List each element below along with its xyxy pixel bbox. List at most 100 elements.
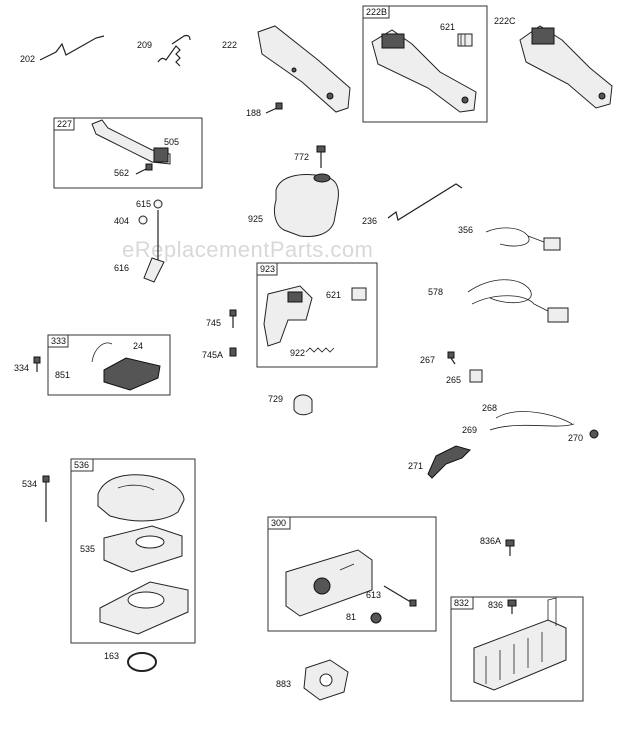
label-188: 188 xyxy=(246,108,261,118)
part-202-link-rod[interactable] xyxy=(39,35,105,61)
part-616-lever[interactable] xyxy=(143,210,165,283)
label-922: 922 xyxy=(290,348,305,358)
part-air-cleaner-base[interactable] xyxy=(99,581,189,635)
label-236: 236 xyxy=(362,216,377,226)
box-227 xyxy=(53,117,203,189)
label-505: 505 xyxy=(164,137,179,147)
tag-222B xyxy=(362,5,390,19)
box-923 xyxy=(256,262,378,368)
part-836A-screw[interactable] xyxy=(505,539,515,556)
part-615-washer[interactable] xyxy=(153,199,163,209)
tag-923 xyxy=(256,262,278,276)
tag-333 xyxy=(47,334,69,348)
label-222C: 222C xyxy=(494,16,516,26)
label-729: 729 xyxy=(268,394,283,404)
watermark: eReplacementParts.com xyxy=(122,237,373,262)
part-578-wire-harness[interactable] xyxy=(467,279,569,323)
part-772-screw[interactable] xyxy=(316,145,326,168)
label-334: 334 xyxy=(14,363,29,373)
label-621-top: 621 xyxy=(440,22,455,32)
label-923: 923 xyxy=(260,264,275,274)
part-621-spring-clip[interactable] xyxy=(457,33,473,47)
label-271: 271 xyxy=(408,461,423,471)
part-227-control-lever[interactable] xyxy=(91,119,171,165)
label-267: 267 xyxy=(420,355,435,365)
part-536-air-cleaner-cover[interactable] xyxy=(97,474,185,522)
label-163: 163 xyxy=(104,651,119,661)
label-832: 832 xyxy=(454,598,469,608)
box-222B xyxy=(362,5,488,123)
part-188-screw[interactable] xyxy=(265,102,283,114)
label-202: 202 xyxy=(20,54,35,64)
part-300-muffler[interactable] xyxy=(285,549,373,617)
part-81-nut[interactable] xyxy=(370,612,382,624)
label-772: 772 xyxy=(294,152,309,162)
label-81: 81 xyxy=(346,612,356,622)
label-209: 209 xyxy=(137,40,152,50)
label-836A: 836A xyxy=(480,536,501,546)
part-922-spring[interactable] xyxy=(305,347,335,353)
label-404: 404 xyxy=(114,216,129,226)
label-615: 615 xyxy=(136,199,151,209)
label-222B: 222B xyxy=(366,7,387,17)
part-268-throttle-cable[interactable] xyxy=(489,411,575,431)
tag-832 xyxy=(450,596,474,610)
part-334-screw[interactable] xyxy=(33,356,41,372)
label-578: 578 xyxy=(428,287,443,297)
label-222: 222 xyxy=(222,40,237,50)
label-562: 562 xyxy=(114,168,129,178)
part-209-spring[interactable] xyxy=(157,34,191,67)
part-925-fuel-tank[interactable] xyxy=(273,173,339,237)
part-404-washer[interactable] xyxy=(138,215,148,225)
label-269: 269 xyxy=(462,425,477,435)
tag-300 xyxy=(267,516,291,530)
label-265: 265 xyxy=(446,375,461,385)
label-621-mid: 621 xyxy=(326,290,341,300)
part-163-gasket[interactable] xyxy=(127,652,157,672)
part-265-clamp[interactable] xyxy=(469,369,483,383)
box-333 xyxy=(47,334,171,396)
part-745A-screw[interactable] xyxy=(229,347,237,357)
label-300: 300 xyxy=(271,518,286,528)
label-227: 227 xyxy=(57,119,72,129)
label-535: 535 xyxy=(80,544,95,554)
tag-227 xyxy=(53,117,75,131)
label-925: 925 xyxy=(248,214,263,224)
part-236-link-rod[interactable] xyxy=(387,183,463,221)
box-832 xyxy=(450,596,584,702)
label-745A: 745A xyxy=(202,350,223,360)
part-222B-bracket-assembly[interactable] xyxy=(371,29,477,113)
label-270: 270 xyxy=(568,433,583,443)
part-271-control-lever[interactable] xyxy=(427,445,471,479)
box-536 xyxy=(70,458,196,644)
label-836: 836 xyxy=(488,600,503,610)
part-621-clip[interactable] xyxy=(351,287,367,301)
label-268: 268 xyxy=(482,403,497,413)
part-729-clip[interactable] xyxy=(293,394,313,416)
box-300 xyxy=(267,516,437,632)
part-562-screw[interactable] xyxy=(135,163,153,175)
label-616: 616 xyxy=(114,263,129,273)
part-356-ground-wire[interactable] xyxy=(485,227,561,251)
part-333-ignition-module[interactable] xyxy=(91,342,161,391)
part-836-screw[interactable] xyxy=(507,599,517,614)
part-883-gasket[interactable] xyxy=(303,659,349,701)
label-883: 883 xyxy=(276,679,291,689)
label-333: 333 xyxy=(51,336,66,346)
part-535-air-filter[interactable] xyxy=(103,525,183,573)
part-270-nut[interactable] xyxy=(589,429,599,439)
part-267-screw[interactable] xyxy=(447,351,456,365)
tag-536 xyxy=(70,458,94,472)
part-745-screw[interactable] xyxy=(229,309,237,328)
part-832-muffler-guard[interactable] xyxy=(473,597,567,691)
part-534-screw[interactable] xyxy=(42,475,50,522)
part-923-governor-control[interactable] xyxy=(263,285,313,347)
label-851: 851 xyxy=(55,370,70,380)
label-745: 745 xyxy=(206,318,221,328)
label-536: 536 xyxy=(74,460,89,470)
part-222-governor-bracket[interactable] xyxy=(257,25,351,113)
label-613: 613 xyxy=(366,590,381,600)
part-613-stud[interactable] xyxy=(383,585,417,607)
part-222C-bracket-assembly[interactable] xyxy=(519,25,613,109)
